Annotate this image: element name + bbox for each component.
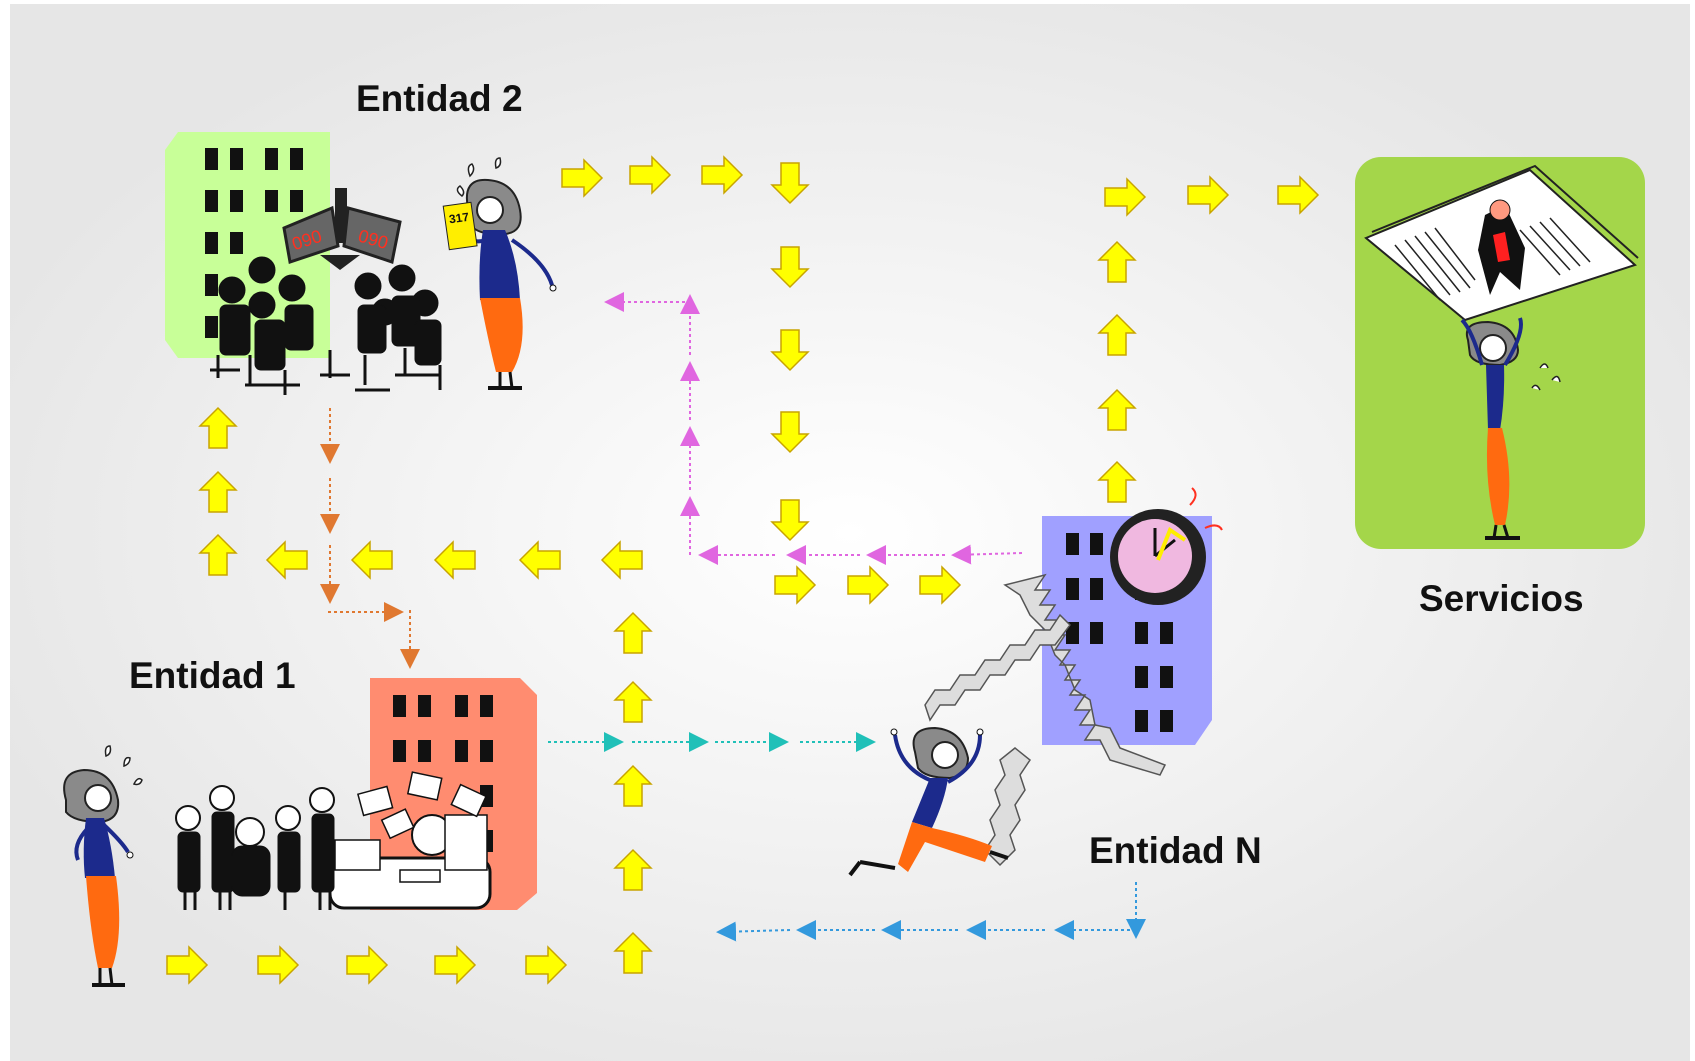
entidad-2-building — [165, 132, 330, 358]
entidad-1-building — [370, 678, 537, 910]
woman-with-ticket: 317 — [442, 157, 557, 390]
yellow-arrow-14 — [350, 540, 393, 580]
yellow-arrow-15 — [265, 540, 308, 580]
yellow-arrow-7 — [613, 848, 653, 891]
yellow-arrow-24 — [770, 329, 810, 372]
yellow-arrow-13 — [433, 540, 476, 580]
servicios-panel — [1355, 157, 1645, 549]
yellow-arrow-9 — [613, 680, 653, 723]
yellow-arrow-20 — [629, 155, 672, 195]
yellow-arrow-25 — [770, 411, 810, 454]
yellow-arrow-29 — [919, 565, 962, 605]
yellow-arrow-17 — [198, 470, 238, 513]
yellow-arrow-19 — [561, 158, 604, 198]
yellow-arrow-36 — [1277, 175, 1320, 215]
yellow-arrow-30 — [1097, 460, 1137, 503]
woman-entidad-1 — [63, 745, 143, 987]
yellow-arrow-11 — [600, 540, 643, 580]
yellow-arrow-2 — [257, 945, 300, 985]
yellow-arrow-10 — [613, 611, 653, 654]
magenta-dotted-path — [604, 292, 1023, 565]
blue-dotted-path — [716, 882, 1146, 942]
entidad-1-label: Entidad 1 — [129, 655, 296, 696]
desk-with-papers — [328, 771, 492, 910]
yellow-arrow-21 — [701, 155, 744, 195]
alarm-clock-icon — [1110, 487, 1223, 605]
orange-dotted-path — [320, 408, 420, 669]
yellow-arrow-31 — [1097, 388, 1137, 431]
yellow-arrow-3 — [346, 945, 389, 985]
yellow-arrow-18 — [198, 406, 238, 449]
yellow-arrow-12 — [518, 540, 561, 580]
yellow-arrow-1 — [166, 945, 209, 985]
yellow-arrow-22 — [770, 162, 810, 205]
waiting-crowd-entidad-2 — [210, 256, 442, 395]
yellow-arrow-33 — [1097, 240, 1137, 283]
yellow-arrow-6 — [613, 931, 653, 974]
yellow-arrow-5 — [525, 945, 568, 985]
number-display-sign: 090 090 — [282, 188, 402, 270]
ticket-number: 317 — [448, 210, 470, 227]
yellow-arrow-8 — [613, 764, 653, 807]
staircase — [924, 573, 1167, 867]
yellow-arrow-32 — [1097, 313, 1137, 356]
yellow-arrow-27 — [774, 565, 817, 605]
yellow-arrow-4 — [434, 945, 477, 985]
yellow-arrow-35 — [1187, 175, 1230, 215]
yellow-arrow-28 — [847, 565, 890, 605]
entidad-n-label: Entidad N — [1089, 830, 1262, 871]
yellow-arrow-26 — [770, 499, 810, 542]
entidad-2-label: Entidad 2 — [356, 78, 523, 119]
yellow-arrow-23 — [770, 246, 810, 289]
yellow-arrow-16 — [198, 533, 238, 576]
servicios-label: Servicios — [1419, 578, 1584, 619]
waiting-crowd-entidad-1 — [175, 785, 335, 910]
yellow-arrow-34 — [1104, 177, 1147, 217]
yellow-arrow-path — [166, 155, 1320, 985]
running-woman — [848, 726, 1009, 877]
